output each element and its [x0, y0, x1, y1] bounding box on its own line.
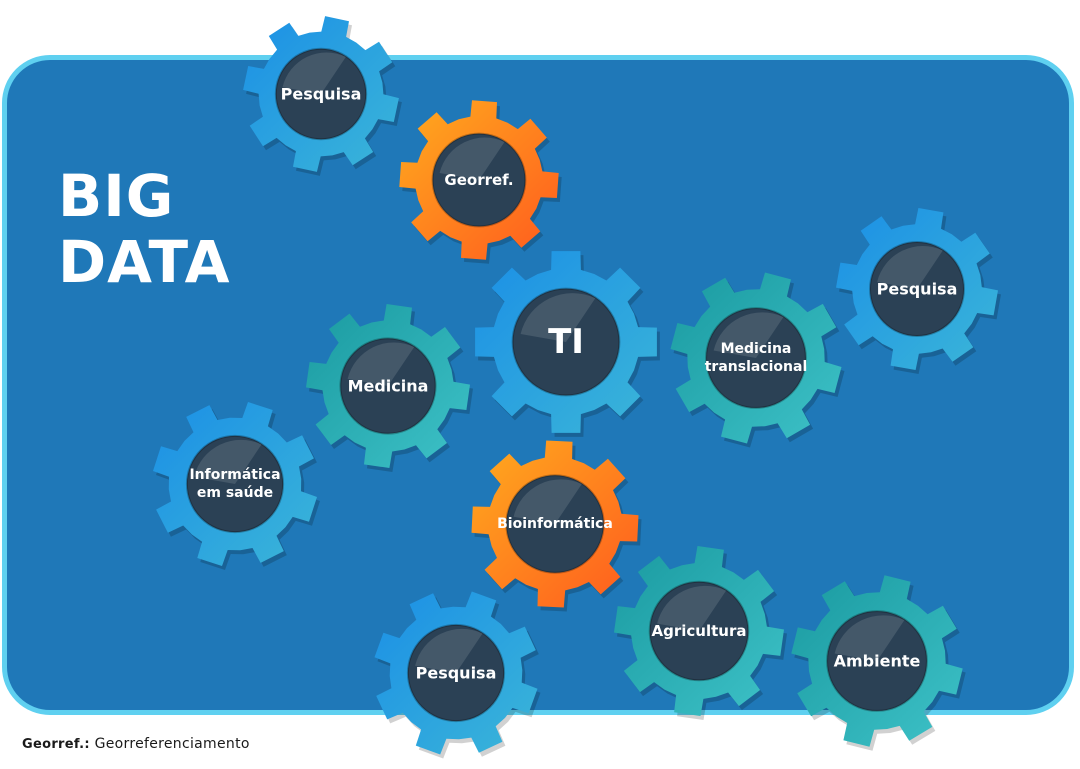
gear-label-agricultura: Agricultura — [652, 622, 747, 640]
gear-informatica-em-saude: Informática em saúde — [153, 402, 320, 570]
gear-label-ambiente: Ambiente — [834, 652, 921, 671]
gear-label-informatica-em-saude-2: em saúde — [197, 485, 273, 501]
gear-hub-highlight — [713, 312, 784, 358]
gear-hub-highlight — [439, 137, 505, 180]
gear-label-medicina-translacional-2: translacional — [705, 359, 808, 375]
gear-ti: TI — [475, 251, 660, 437]
gear-hub-highlight — [520, 293, 596, 342]
gear-hub-highlight — [194, 439, 262, 484]
gear-hub-highlight — [282, 52, 346, 94]
gear-label-pesquisa-bottom: Pesquisa — [416, 664, 497, 683]
footnote: Georref.: Georreferenciamento — [22, 736, 250, 752]
footnote-abbreviation: Georref.: — [22, 737, 90, 752]
gear-pesquisa-bottom: Pesquisa — [374, 591, 541, 759]
gear-label-bioinformatica: Bioinformática — [497, 516, 613, 532]
gear-hub — [648, 580, 750, 682]
gear-hub — [185, 434, 285, 534]
gear-pesquisa-right: Pesquisa — [836, 208, 1001, 374]
footnote-text: Georreferenciamento — [94, 736, 250, 752]
gear-hub-highlight — [877, 246, 943, 289]
gear-hub — [505, 474, 605, 574]
gear-bioinformatica: Bioinformática — [471, 440, 642, 612]
gear-hub — [826, 610, 928, 712]
gear-hub-highlight — [513, 479, 582, 524]
gear-hub — [705, 307, 807, 409]
gear-hub-highlight — [347, 342, 415, 386]
gear-label-pesquisa-top: Pesquisa — [281, 85, 362, 104]
gear-pesquisa-top: Pesquisa — [243, 16, 402, 176]
title-line-2: DATA — [58, 228, 231, 296]
gear-hub — [339, 337, 437, 435]
gear-ambiente: Ambiente — [791, 575, 966, 751]
title-line-1: BIG — [58, 162, 175, 230]
gear-hub-highlight — [657, 585, 727, 631]
gear-medicina: Medicina — [306, 304, 473, 472]
gear-label-ti: TI — [548, 322, 584, 362]
gear-agricultura: Agricultura — [614, 546, 787, 720]
gear-hub — [406, 623, 506, 723]
gear-label-pesquisa-right: Pesquisa — [877, 280, 958, 299]
gear-hub — [274, 47, 368, 141]
gear-georref: Georref. — [399, 100, 562, 264]
gear-label-georref: Georref. — [444, 171, 513, 189]
gear-label-medicina: Medicina — [348, 377, 429, 396]
gear-medicina-translacional: Medicina translacional — [670, 272, 845, 448]
gear-hub — [511, 287, 621, 397]
gear-label-medicina-translacional-1: Medicina — [721, 341, 792, 357]
gear-hub-highlight — [834, 615, 905, 661]
page-title: BIG DATA — [58, 163, 230, 295]
gear-hub-highlight — [415, 628, 483, 673]
gear-hub — [431, 132, 527, 228]
gear-hub — [869, 241, 965, 337]
gear-label-informatica-em-saude-1: Informática — [189, 467, 280, 483]
